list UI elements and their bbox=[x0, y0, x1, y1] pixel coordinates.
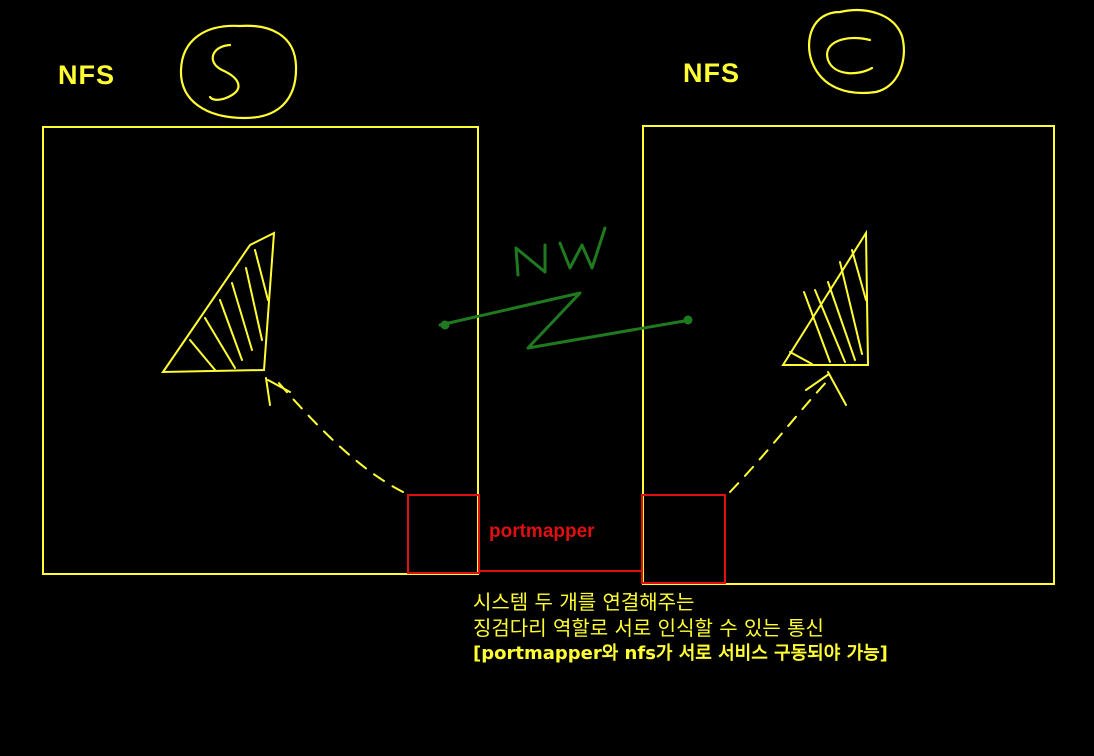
note-line-1: 시스템 두 개를 연결해주는 bbox=[473, 590, 695, 614]
right-client-box bbox=[642, 125, 1055, 585]
left-triangle-mount bbox=[161, 231, 276, 374]
network-link bbox=[438, 291, 693, 350]
left-server-box bbox=[42, 126, 479, 575]
right-nfs-label: NFS bbox=[683, 58, 740, 88]
left-dashed-arrow bbox=[265, 377, 404, 493]
client-circle-c bbox=[807, 8, 906, 95]
description-notes: 시스템 두 개를 연결해주는 징검다리 역할로 서로 인식할 수 있는 통신 [… bbox=[473, 589, 888, 667]
right-dashed-arrow bbox=[729, 371, 847, 493]
network-nw-label bbox=[514, 226, 607, 277]
note-line-3: [portmapper와 nfs가 서로 서비스 구동되야 가능] bbox=[473, 643, 888, 664]
portmapper-label: portmapper bbox=[489, 521, 595, 542]
left-nfs-label: NFS bbox=[58, 60, 115, 90]
right-triangle-mount bbox=[781, 229, 870, 366]
left-portmapper-box bbox=[407, 494, 480, 574]
right-portmapper-box bbox=[641, 494, 726, 584]
note-line-2: 징검다리 역할로 서로 인식할 수 있는 통신 bbox=[473, 616, 824, 640]
server-circle-s bbox=[179, 24, 298, 120]
